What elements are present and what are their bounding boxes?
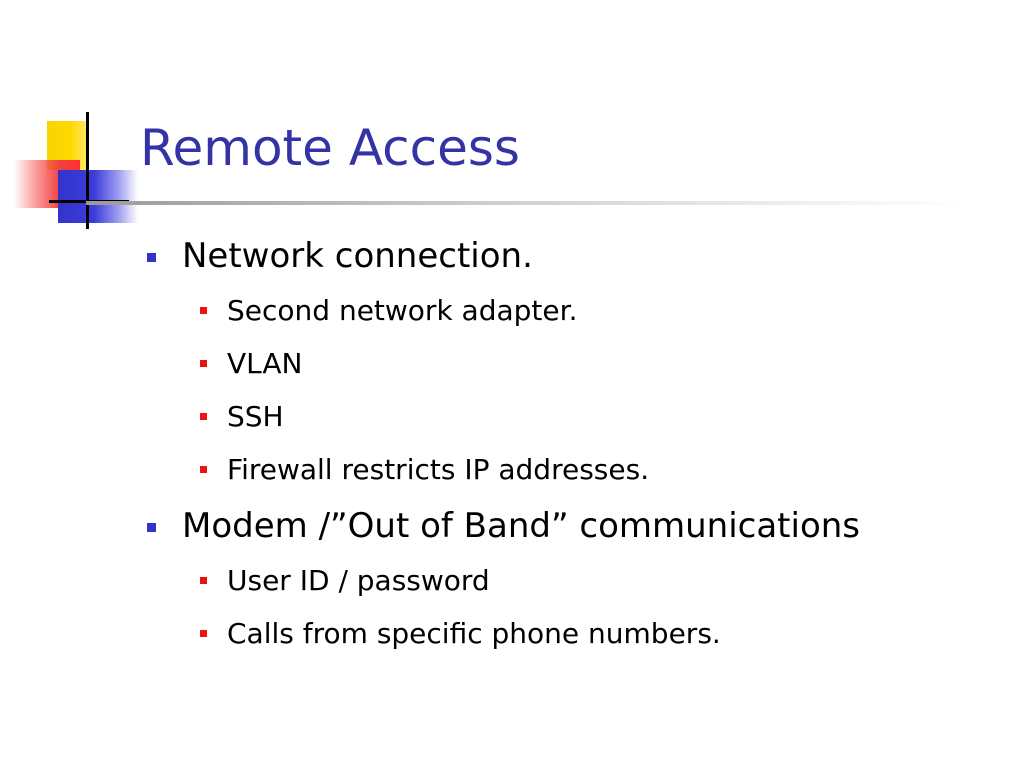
sub-bullet-text: User ID / password bbox=[227, 564, 490, 597]
sub-bullet-square-icon bbox=[200, 307, 207, 314]
sub-bullet-text: VLAN bbox=[227, 347, 303, 380]
logo-vertical-line bbox=[86, 112, 89, 229]
title-underline bbox=[86, 201, 966, 205]
bullet-text: Modem /”Out of Band” communications bbox=[182, 506, 861, 546]
sub-bullet-text: Firewall restricts IP addresses. bbox=[227, 453, 650, 486]
bullet-square-icon bbox=[147, 253, 156, 262]
bullet-item: Modem /”Out of Band” communications bbox=[147, 504, 861, 548]
sub-bullet-text: Calls from specific phone numbers. bbox=[227, 617, 721, 650]
slide-logo-graphic bbox=[0, 0, 140, 240]
logo-blue-square bbox=[58, 170, 138, 223]
bullet-item: Network connection. bbox=[147, 234, 533, 278]
sub-bullet-square-icon bbox=[200, 466, 207, 473]
sub-bullet-item: Calls from specific phone numbers. bbox=[200, 615, 721, 653]
bullet-text: Network connection. bbox=[182, 236, 533, 276]
sub-bullet-item: VLAN bbox=[200, 345, 303, 383]
sub-bullet-item: User ID / password bbox=[200, 562, 490, 600]
sub-bullet-square-icon bbox=[200, 413, 207, 420]
sub-bullet-item: Second network adapter. bbox=[200, 292, 578, 330]
sub-bullet-square-icon bbox=[200, 630, 207, 637]
sub-bullet-text: Second network adapter. bbox=[227, 294, 578, 327]
sub-bullet-item: Firewall restricts IP addresses. bbox=[200, 451, 650, 489]
sub-bullet-text: SSH bbox=[227, 400, 284, 433]
slide-title: Remote Access bbox=[140, 119, 520, 177]
sub-bullet-square-icon bbox=[200, 360, 207, 367]
sub-bullet-item: SSH bbox=[200, 398, 284, 436]
bullet-square-icon bbox=[147, 523, 156, 532]
sub-bullet-square-icon bbox=[200, 577, 207, 584]
